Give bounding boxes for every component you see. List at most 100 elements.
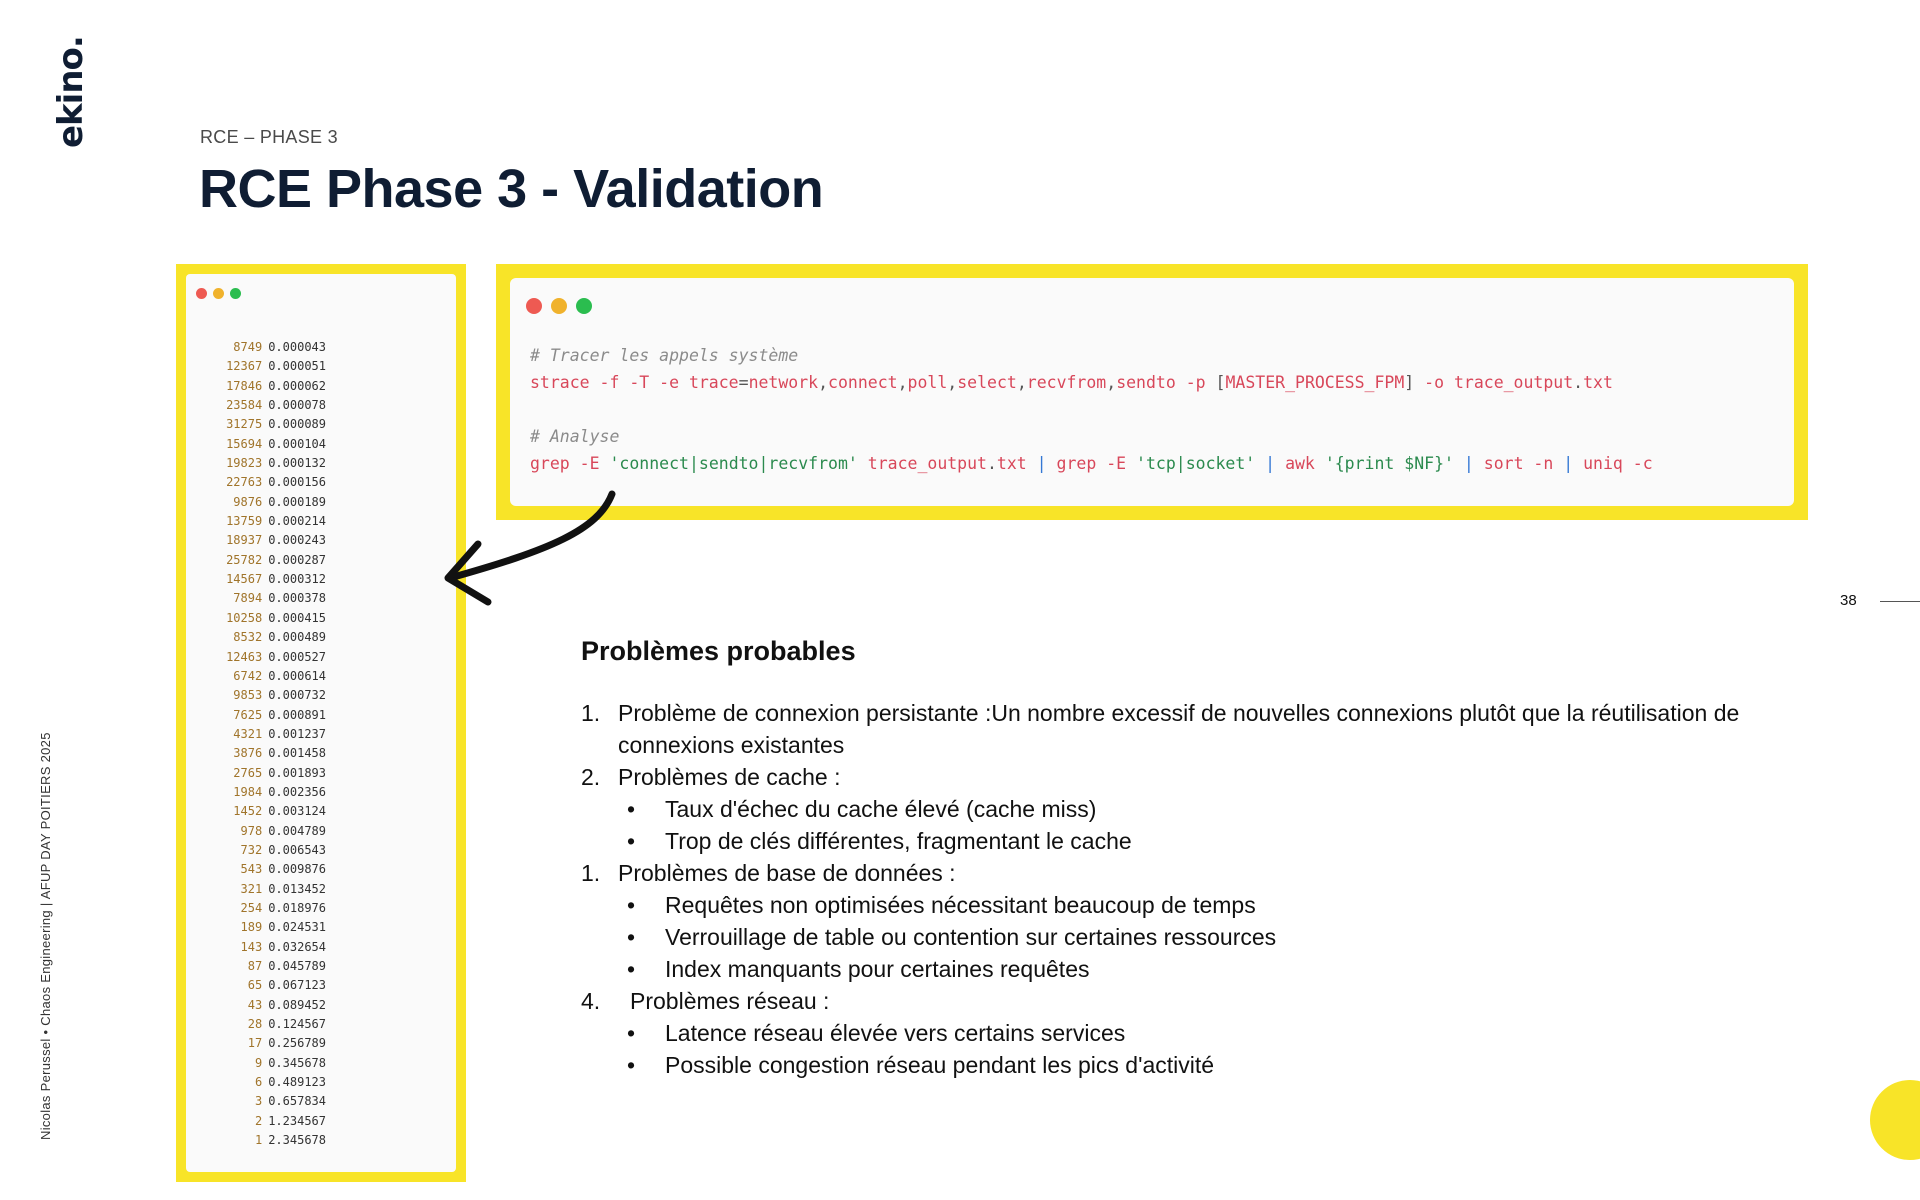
item-text: Problème de connexion persistante :Un no… [618,700,1740,758]
item-text: Problèmes de cache : [618,764,841,790]
code-token: | [1036,454,1057,473]
trace-row: 13759 0.000214 [186,512,326,531]
trace-count: 13759 [226,514,263,529]
trace-time: 0.006543 [268,842,326,857]
code-token: uniq -c [1583,454,1653,473]
code-token: sendto -p [1116,373,1216,392]
trace-time: 0.004789 [268,823,326,838]
trace-time: 0.000078 [268,398,326,413]
trace-count: 8749 [233,340,263,354]
bullet-item: •Verrouillage de table ou contention sur… [581,921,1811,953]
trace-time: 0.489123 [268,1075,326,1090]
trace-count: 2765 [233,765,263,780]
code-comment-analyse: # Analyse [530,427,620,446]
ekino-logo: ekino. [28,36,91,148]
item-number: 2. [581,764,601,790]
trace-count: 9853 [233,688,263,703]
trace-count: 18937 [226,533,263,548]
numbered-item: 1.Problème de connexion persistante :Un … [581,697,1811,761]
trace-count: 12367 [226,359,263,374]
code-token: ] [1404,373,1415,392]
code-token: 'tcp|socket' [1136,454,1256,473]
code-terminal: # Tracer les appels système strace -f -T… [496,264,1808,520]
trace-count: 9 [254,1055,263,1070]
bullet-text: Trop de clés différentes, fragmentant le… [665,828,1132,854]
page-number: 38 [1840,592,1857,609]
trace-time: 0.000043 [268,340,326,354]
trace-time: 0.045789 [268,959,326,973]
trace-time: 0.032654 [268,939,326,954]
code-token: connect [828,373,898,392]
trace-row: 321 0.013452 [186,880,326,899]
logo-text: ekino. [51,36,91,148]
trace-time: 0.002356 [268,784,326,799]
window-controls [526,298,592,314]
bullet-item: •Requêtes non optimisées nécessitant bea… [581,889,1811,921]
trace-time: 1.234567 [268,1113,326,1128]
bullet-text: Taux d'échec du cache élevé (cache miss) [665,796,1097,822]
slide-title: RCE Phase 3 - Validation [199,159,824,219]
maximize-dot-icon [230,288,241,299]
code-token: | [1453,454,1484,473]
trace-count: 321 [240,881,263,896]
trace-count: 254 [240,900,263,915]
trace-count: 8532 [233,630,263,645]
page-divider [1880,601,1920,602]
code-token: . [1573,373,1584,392]
bullet-icon: • [627,1020,636,1046]
trace-count: 17846 [226,378,263,393]
code-line-strace: strace -f -T -e trace=network,connect,po… [530,373,1613,392]
code-token: grep -E [530,454,610,473]
trace-time: 0.000732 [268,688,326,703]
numbered-item: 4. Problèmes réseau : [581,985,1811,1017]
trace-count: 25782 [226,552,263,567]
item-text: Problèmes réseau : [630,988,830,1014]
code-token: '{print $NF}' [1324,454,1454,473]
code-token: , [947,373,958,392]
item-number: 4. [581,988,601,1014]
item-text: Problèmes de base de données : [618,860,956,886]
bullet-text: Latence réseau élevée vers certains serv… [665,1020,1126,1046]
trace-time: 0.000287 [268,552,326,567]
trace-time: 0.657834 [268,1094,326,1109]
code-token: -o trace_output [1414,373,1574,392]
trace-count: 1984 [233,784,263,799]
section-eyebrow: RCE – PHASE 3 [200,127,338,147]
trace-time: 0.000614 [268,668,326,683]
trace-time: 0.000189 [268,494,326,509]
code-terminal-body: # Tracer les appels système strace -f -T… [510,278,1794,506]
trace-count: 12463 [226,649,263,664]
trace-count: 1 [254,1133,263,1148]
trace-count: 31275 [226,417,263,432]
close-dot-icon [196,288,207,299]
bullet-item: •Trop de clés différentes, fragmentant l… [581,825,1811,857]
trace-time: 0.013452 [268,881,326,896]
code-token: , [818,373,829,392]
numbered-item: 2. Problèmes de cache : [581,761,1811,793]
trace-time: 0.000378 [268,591,326,606]
trace-count: 4321 [233,726,263,741]
trace-time: 0.067123 [268,978,326,993]
trace-count: 3876 [233,746,263,761]
code-token: awk [1285,454,1325,473]
close-dot-icon [526,298,542,314]
bullet-icon: • [627,796,636,822]
maximize-dot-icon [576,298,592,314]
trace-time: 0.000214 [268,514,326,529]
trace-count: 9876 [233,494,263,509]
window-controls [196,288,241,299]
